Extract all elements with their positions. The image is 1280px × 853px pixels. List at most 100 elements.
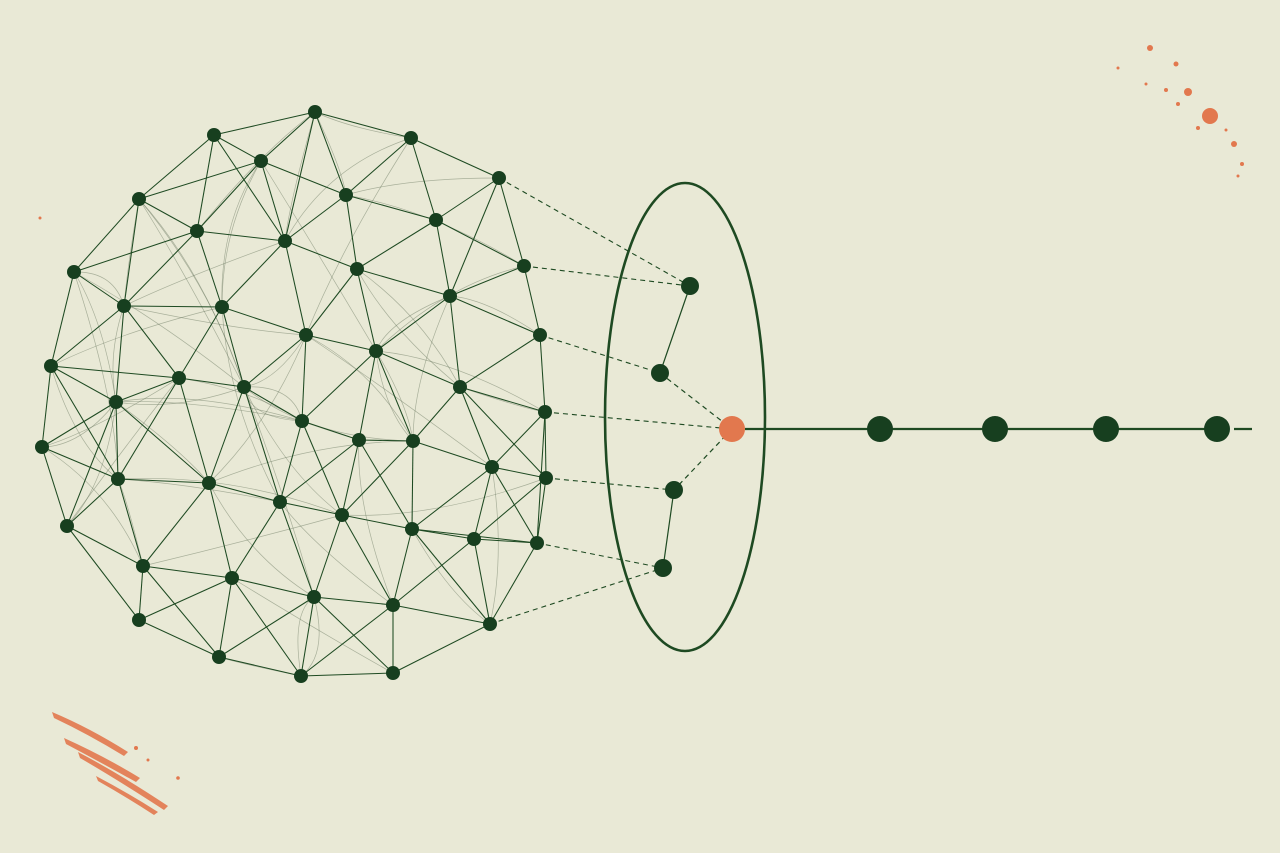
network-node <box>350 262 364 276</box>
network-edge <box>314 111 412 139</box>
dashed-connector <box>489 567 664 625</box>
splatter-dot <box>1196 126 1200 130</box>
network-edge <box>196 160 262 232</box>
network-edge <box>491 411 546 468</box>
network-edge <box>301 334 307 422</box>
network-edge <box>392 623 491 674</box>
network-edge <box>284 240 358 270</box>
network-edge <box>449 295 461 388</box>
network-edge <box>66 401 117 527</box>
network-edge <box>435 219 451 297</box>
splatter-dot <box>1236 174 1240 178</box>
network-edge <box>279 420 303 503</box>
network-edge <box>41 401 117 448</box>
network-edges <box>41 111 547 677</box>
splatter-dot <box>146 758 150 762</box>
network-edge <box>449 265 525 297</box>
network-edge <box>221 306 307 336</box>
hub-node <box>719 416 745 442</box>
dashed-connector <box>498 177 691 287</box>
network-edge <box>117 377 180 480</box>
network-edge <box>138 198 198 232</box>
network-node <box>60 519 74 533</box>
network-edge <box>459 386 493 468</box>
dashed-connector <box>544 411 733 430</box>
network-edge <box>50 305 125 367</box>
cluster-edges <box>659 285 733 569</box>
network-edge <box>213 134 262 162</box>
network-edge <box>123 305 180 379</box>
network-edge <box>449 177 500 297</box>
faint-web-line <box>305 137 412 336</box>
faint-web-line <box>73 271 119 480</box>
faint-web-line <box>358 439 394 606</box>
network-node <box>405 522 419 536</box>
faint-web-line <box>41 377 180 448</box>
splatter-dot <box>1240 162 1244 166</box>
network-node <box>172 371 186 385</box>
splatter-dot <box>1173 61 1179 67</box>
network-edge <box>392 604 491 625</box>
network-edge <box>473 477 547 540</box>
network-edge <box>41 446 68 527</box>
network-edge <box>375 350 414 442</box>
brush-stroke <box>52 712 128 756</box>
chain-node <box>1204 416 1230 442</box>
network-edge <box>356 219 437 270</box>
network-edge <box>178 377 210 484</box>
faint-web-line <box>73 271 245 388</box>
network-edge <box>449 295 541 336</box>
network-edge <box>117 478 144 567</box>
network-edge <box>301 350 377 422</box>
faint-web-line <box>231 577 394 674</box>
faint-web-line <box>123 305 307 336</box>
network-node <box>225 571 239 585</box>
network-edge <box>345 194 358 270</box>
network-node <box>307 590 321 604</box>
cluster-node <box>651 364 669 382</box>
faint-web-line <box>279 501 394 606</box>
cluster-edge <box>659 285 691 374</box>
network-node <box>117 299 131 313</box>
network-edge <box>536 477 547 544</box>
network-edge <box>218 656 302 677</box>
faint-web-line <box>208 482 315 598</box>
network-edge <box>345 194 437 221</box>
splatter-dot <box>134 746 138 750</box>
faint-web-line <box>314 111 412 139</box>
network-edge <box>73 271 125 307</box>
faint-web-line <box>73 271 117 403</box>
network-node <box>339 188 353 202</box>
network-edge <box>489 542 538 625</box>
network-edge <box>341 514 413 530</box>
network-node <box>538 405 552 419</box>
network-edge <box>411 528 491 625</box>
faint-web-line <box>375 350 414 442</box>
network-edge <box>358 350 377 441</box>
network-node <box>294 669 308 683</box>
faint-web-line <box>243 386 343 516</box>
network-edge <box>231 501 281 579</box>
network-edge <box>196 230 223 308</box>
cluster-edge <box>659 372 733 430</box>
network-edge <box>279 439 360 503</box>
network-node <box>202 476 216 490</box>
chain-node <box>982 416 1008 442</box>
dashed-connector <box>539 334 661 374</box>
network-edge <box>435 219 525 267</box>
network-node <box>352 433 366 447</box>
network-edge <box>115 401 210 484</box>
splatter-dot <box>1224 128 1228 132</box>
network-edge <box>498 177 525 267</box>
network-node <box>111 472 125 486</box>
network-node <box>530 536 544 550</box>
network-edge <box>412 386 461 442</box>
dashed-connectors <box>489 177 733 625</box>
network-edge <box>50 365 180 379</box>
network-edge <box>178 377 245 388</box>
network-node <box>492 171 506 185</box>
network-edge <box>284 194 347 242</box>
splatter-dot <box>1116 66 1120 70</box>
network-node <box>207 128 221 142</box>
